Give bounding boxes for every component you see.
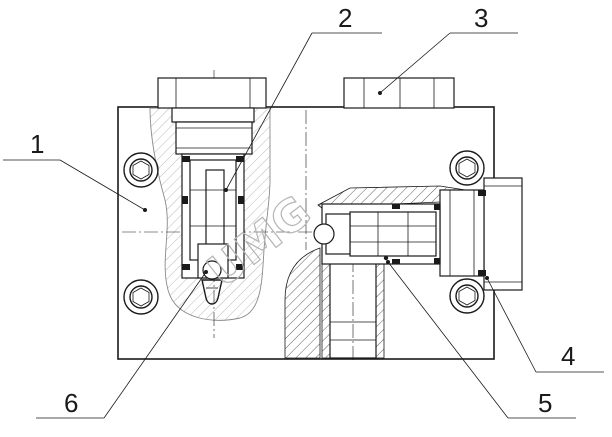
mounting-bolt-bottom-left — [123, 279, 159, 315]
mounting-bolt-top-right — [449, 150, 485, 186]
callout-4: 4 — [561, 341, 575, 371]
right-cartridge-valve — [313, 177, 523, 291]
callout-3: 3 — [474, 3, 488, 33]
center-cavity-section — [284, 247, 321, 359]
callout-6: 6 — [64, 388, 78, 418]
mounting-bolt-top-left — [123, 152, 159, 188]
mounting-bolt-bottom-right — [449, 278, 485, 314]
callout-leaders — [3, 32, 604, 419]
callout-1: 1 — [30, 129, 44, 159]
top-right-plug — [343, 77, 455, 109]
left-cartridge-valve — [157, 77, 267, 305]
callout-2: 2 — [338, 3, 352, 33]
callout-5: 5 — [538, 388, 552, 418]
